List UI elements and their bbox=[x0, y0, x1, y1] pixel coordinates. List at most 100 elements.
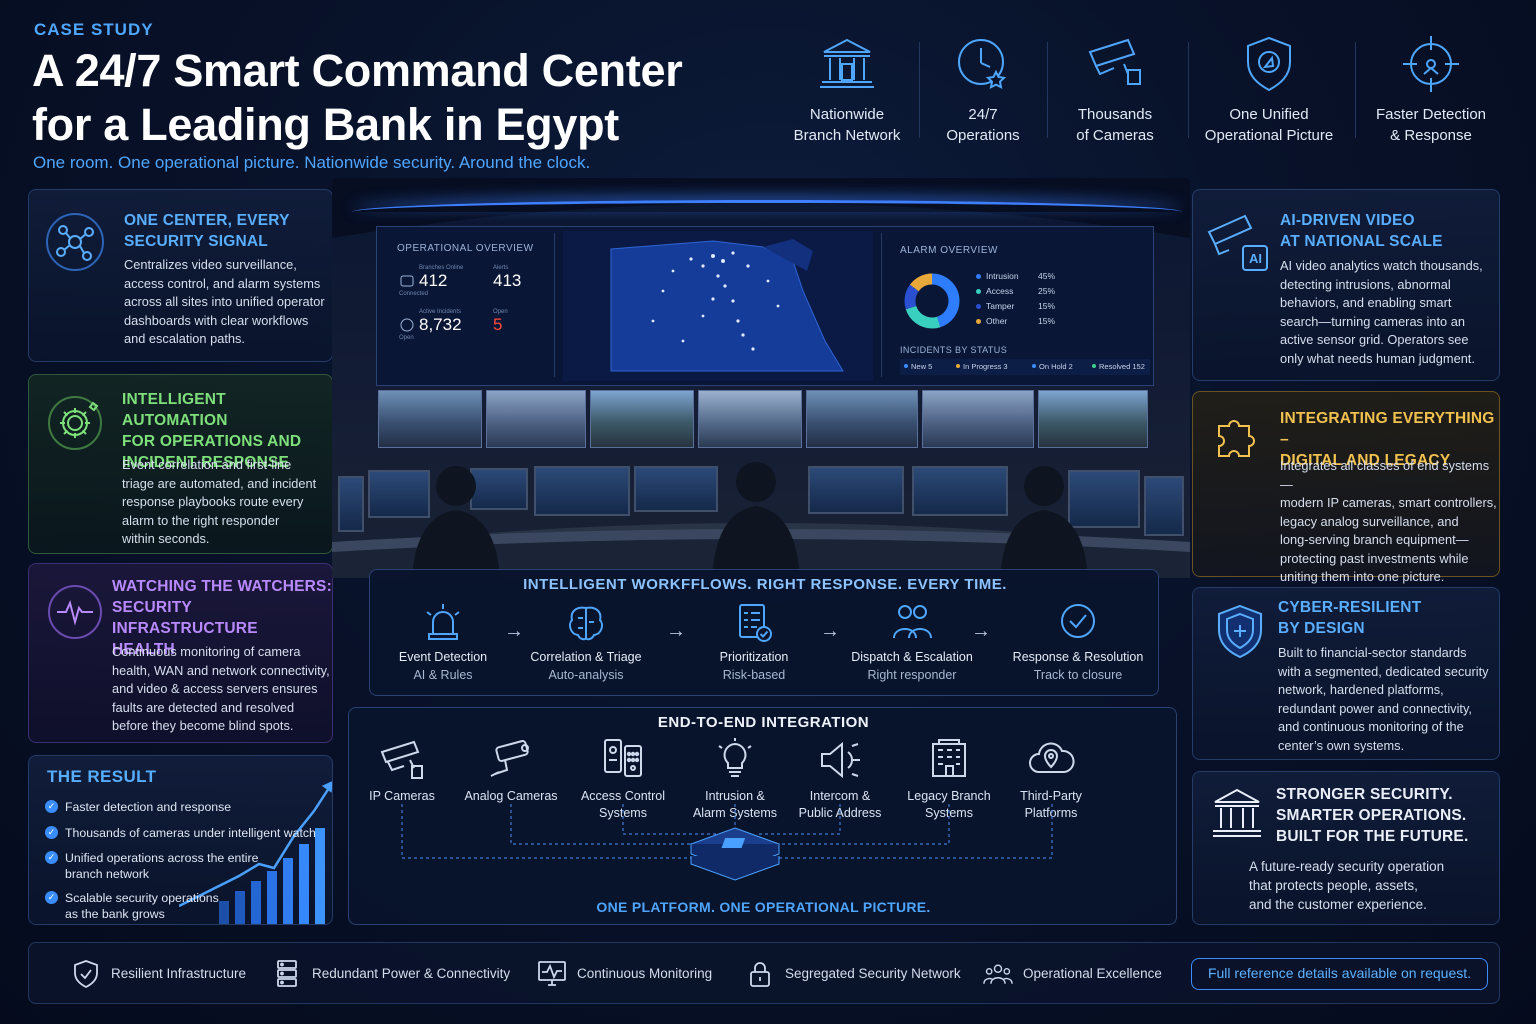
card-watchers: WATCHING THE WATCHERS: SECURITY INFRASTR… bbox=[28, 563, 333, 743]
operators-silhouettes bbox=[332, 462, 1190, 578]
operator-monitor bbox=[368, 470, 430, 518]
footer-bar: Resilient Infrastructure Redundant Power… bbox=[28, 942, 1500, 1004]
branch-building-icon bbox=[932, 739, 966, 777]
feature-divider bbox=[1188, 42, 1189, 138]
operator-monitor bbox=[1068, 470, 1140, 528]
card-title: WATCHING THE WATCHERS: SECURITY INFRASTR… bbox=[112, 578, 332, 658]
workflow-title: INTELLIGENT WORKFFLOWS. RIGHT RESPONSE. … bbox=[523, 576, 1007, 593]
puzzle-icon bbox=[1218, 420, 1255, 457]
status-item: On Hold 2 bbox=[1032, 362, 1073, 371]
operator-monitor bbox=[1144, 476, 1184, 536]
result-item: ✓Scalable security operations as the ban… bbox=[45, 890, 219, 922]
status-item: New 5 bbox=[904, 362, 932, 371]
feature-divider bbox=[1047, 42, 1048, 138]
operational-overview-panel: OPERATIONAL OVERVIEW Branches Online 412… bbox=[385, 233, 555, 377]
ceiling-light bbox=[352, 200, 1182, 212]
status-label: Resolved 152 bbox=[1099, 362, 1145, 371]
card-ai-video: AI AI-DRIVEN VIDEO AT NATIONAL SCALE AI … bbox=[1192, 189, 1500, 381]
workflow-step-dispatch: Dispatch & Escalation Right responder bbox=[837, 602, 987, 684]
card-body: Centralizes video surveillance, access c… bbox=[124, 257, 325, 346]
analog-camera-icon bbox=[490, 740, 529, 777]
server-icon bbox=[400, 275, 414, 287]
video-wall-dashboard: OPERATIONAL OVERVIEW Branches Online 412… bbox=[376, 226, 1154, 386]
legend-label: Access bbox=[986, 286, 1014, 296]
shield-plus-icon bbox=[1218, 604, 1262, 659]
arrow-icon: → bbox=[820, 620, 840, 642]
footer-item-monitoring: Continuous Monitoring bbox=[537, 961, 712, 987]
stat-branches: Branches Online 412 Connected bbox=[399, 265, 464, 297]
donut-slice-other bbox=[904, 273, 960, 329]
card-title: INTEGRATING EVERYTHING – DIGITAL AND LEG… bbox=[1280, 410, 1495, 469]
monitor-pulse-icon bbox=[538, 961, 566, 986]
card-title: AI-DRIVEN VIDEO AT NATIONAL SCALE bbox=[1280, 212, 1443, 250]
cctv-feed-thumbnail bbox=[806, 390, 918, 448]
card-body: Built to financial-sector standards with… bbox=[1278, 645, 1489, 753]
status-label: In Progress 3 bbox=[963, 362, 1008, 371]
alarm-donut-chart bbox=[904, 273, 960, 329]
siren-icon bbox=[426, 604, 460, 640]
alert-icon bbox=[400, 318, 414, 332]
arrow-icon: → bbox=[666, 620, 686, 642]
legend-dot bbox=[976, 319, 981, 324]
cctv-feed-thumbnail bbox=[486, 390, 586, 448]
legend-value: 45% bbox=[1038, 271, 1056, 281]
crosshair-icon bbox=[1403, 36, 1459, 92]
status-dot bbox=[956, 364, 960, 368]
status-dot bbox=[904, 364, 908, 368]
operator-monitor bbox=[338, 476, 364, 532]
keypad-icon bbox=[604, 739, 642, 777]
heartbeat-icon bbox=[48, 585, 102, 639]
title-line-2: for a Leading Bank in Egypt bbox=[32, 99, 619, 150]
workflow-step-resolution: Response & Resolution Track to closure bbox=[1003, 602, 1153, 684]
cctv-feed-thumbnail bbox=[590, 390, 694, 448]
arrow-icon: → bbox=[504, 620, 524, 642]
bulb-icon bbox=[718, 738, 752, 777]
feature-divider bbox=[1355, 42, 1356, 138]
card-cyber-resilient: CYBER-RESILIENT BY DESIGN Built to finan… bbox=[1192, 587, 1500, 760]
footer-item-resilient: Resilient Infrastructure bbox=[71, 960, 246, 989]
status-row: New 5 In Progress 3 On Hold 2 Resolved 152 bbox=[900, 359, 1150, 375]
padlock-icon bbox=[750, 962, 770, 987]
card-body: AI video analytics watch thousands, dete… bbox=[1280, 258, 1483, 366]
arrow-icon: → bbox=[971, 620, 991, 642]
title-line-1: A 24/7 Smart Command Center bbox=[32, 45, 683, 96]
check-icon: ✓ bbox=[45, 800, 58, 813]
integration-intercom: Intercom & Public Address bbox=[785, 738, 895, 822]
people-icon bbox=[893, 605, 932, 639]
integration-third-party: Third-Party Platforms bbox=[996, 738, 1106, 822]
legend-dot bbox=[976, 304, 981, 309]
egypt-map bbox=[563, 231, 873, 381]
speaker-icon bbox=[821, 741, 860, 779]
feature-unified-picture: One Unified Operational Picture bbox=[1204, 34, 1334, 146]
platform-server-icon bbox=[689, 827, 781, 881]
footer-item-segregated: Segregated Security Network bbox=[745, 961, 961, 987]
integration-title: END-TO-END INTEGRATION bbox=[657, 714, 870, 731]
team-icon bbox=[983, 964, 1013, 984]
check-icon: ✓ bbox=[45, 891, 58, 904]
panel-subtitle: INCIDENTS BY STATUS bbox=[900, 345, 1008, 355]
status-item: In Progress 3 bbox=[956, 362, 1008, 371]
workflow-step-prioritization: Prioritization Risk-based bbox=[679, 602, 829, 684]
card-body: Continuous monitoring of camera health, … bbox=[112, 644, 330, 733]
check-icon: ✓ bbox=[45, 826, 58, 839]
eyebrow-label: CASE STUDY bbox=[34, 20, 154, 39]
card-one-center: ONE CENTER, EVERY SECURITY SIGNAL Centra… bbox=[28, 189, 333, 362]
shield-check-icon bbox=[74, 960, 98, 989]
bank-columns-icon bbox=[1213, 788, 1261, 837]
feature-branch-network: Nationwide Branch Network bbox=[782, 34, 912, 146]
reference-details-button[interactable]: Full reference details available on requ… bbox=[1191, 958, 1488, 990]
ai-badge: AI bbox=[1249, 251, 1262, 266]
card-body: Event correlation and first-line triage … bbox=[122, 457, 317, 546]
integration-intrusion-alarm: Intrusion & Alarm Systems bbox=[680, 738, 790, 822]
legend-value: 15% bbox=[1038, 316, 1056, 326]
donut-slice-tamper bbox=[904, 273, 960, 329]
result-panel: THE RESULT ✓Faster detection and respons… bbox=[28, 755, 333, 925]
cctv-feed-thumbnail bbox=[1038, 390, 1148, 448]
legend-dot bbox=[976, 274, 981, 279]
cctv-feed-thumbnail bbox=[698, 390, 802, 448]
legend-value: 15% bbox=[1038, 301, 1056, 311]
status-dot bbox=[1092, 364, 1096, 368]
